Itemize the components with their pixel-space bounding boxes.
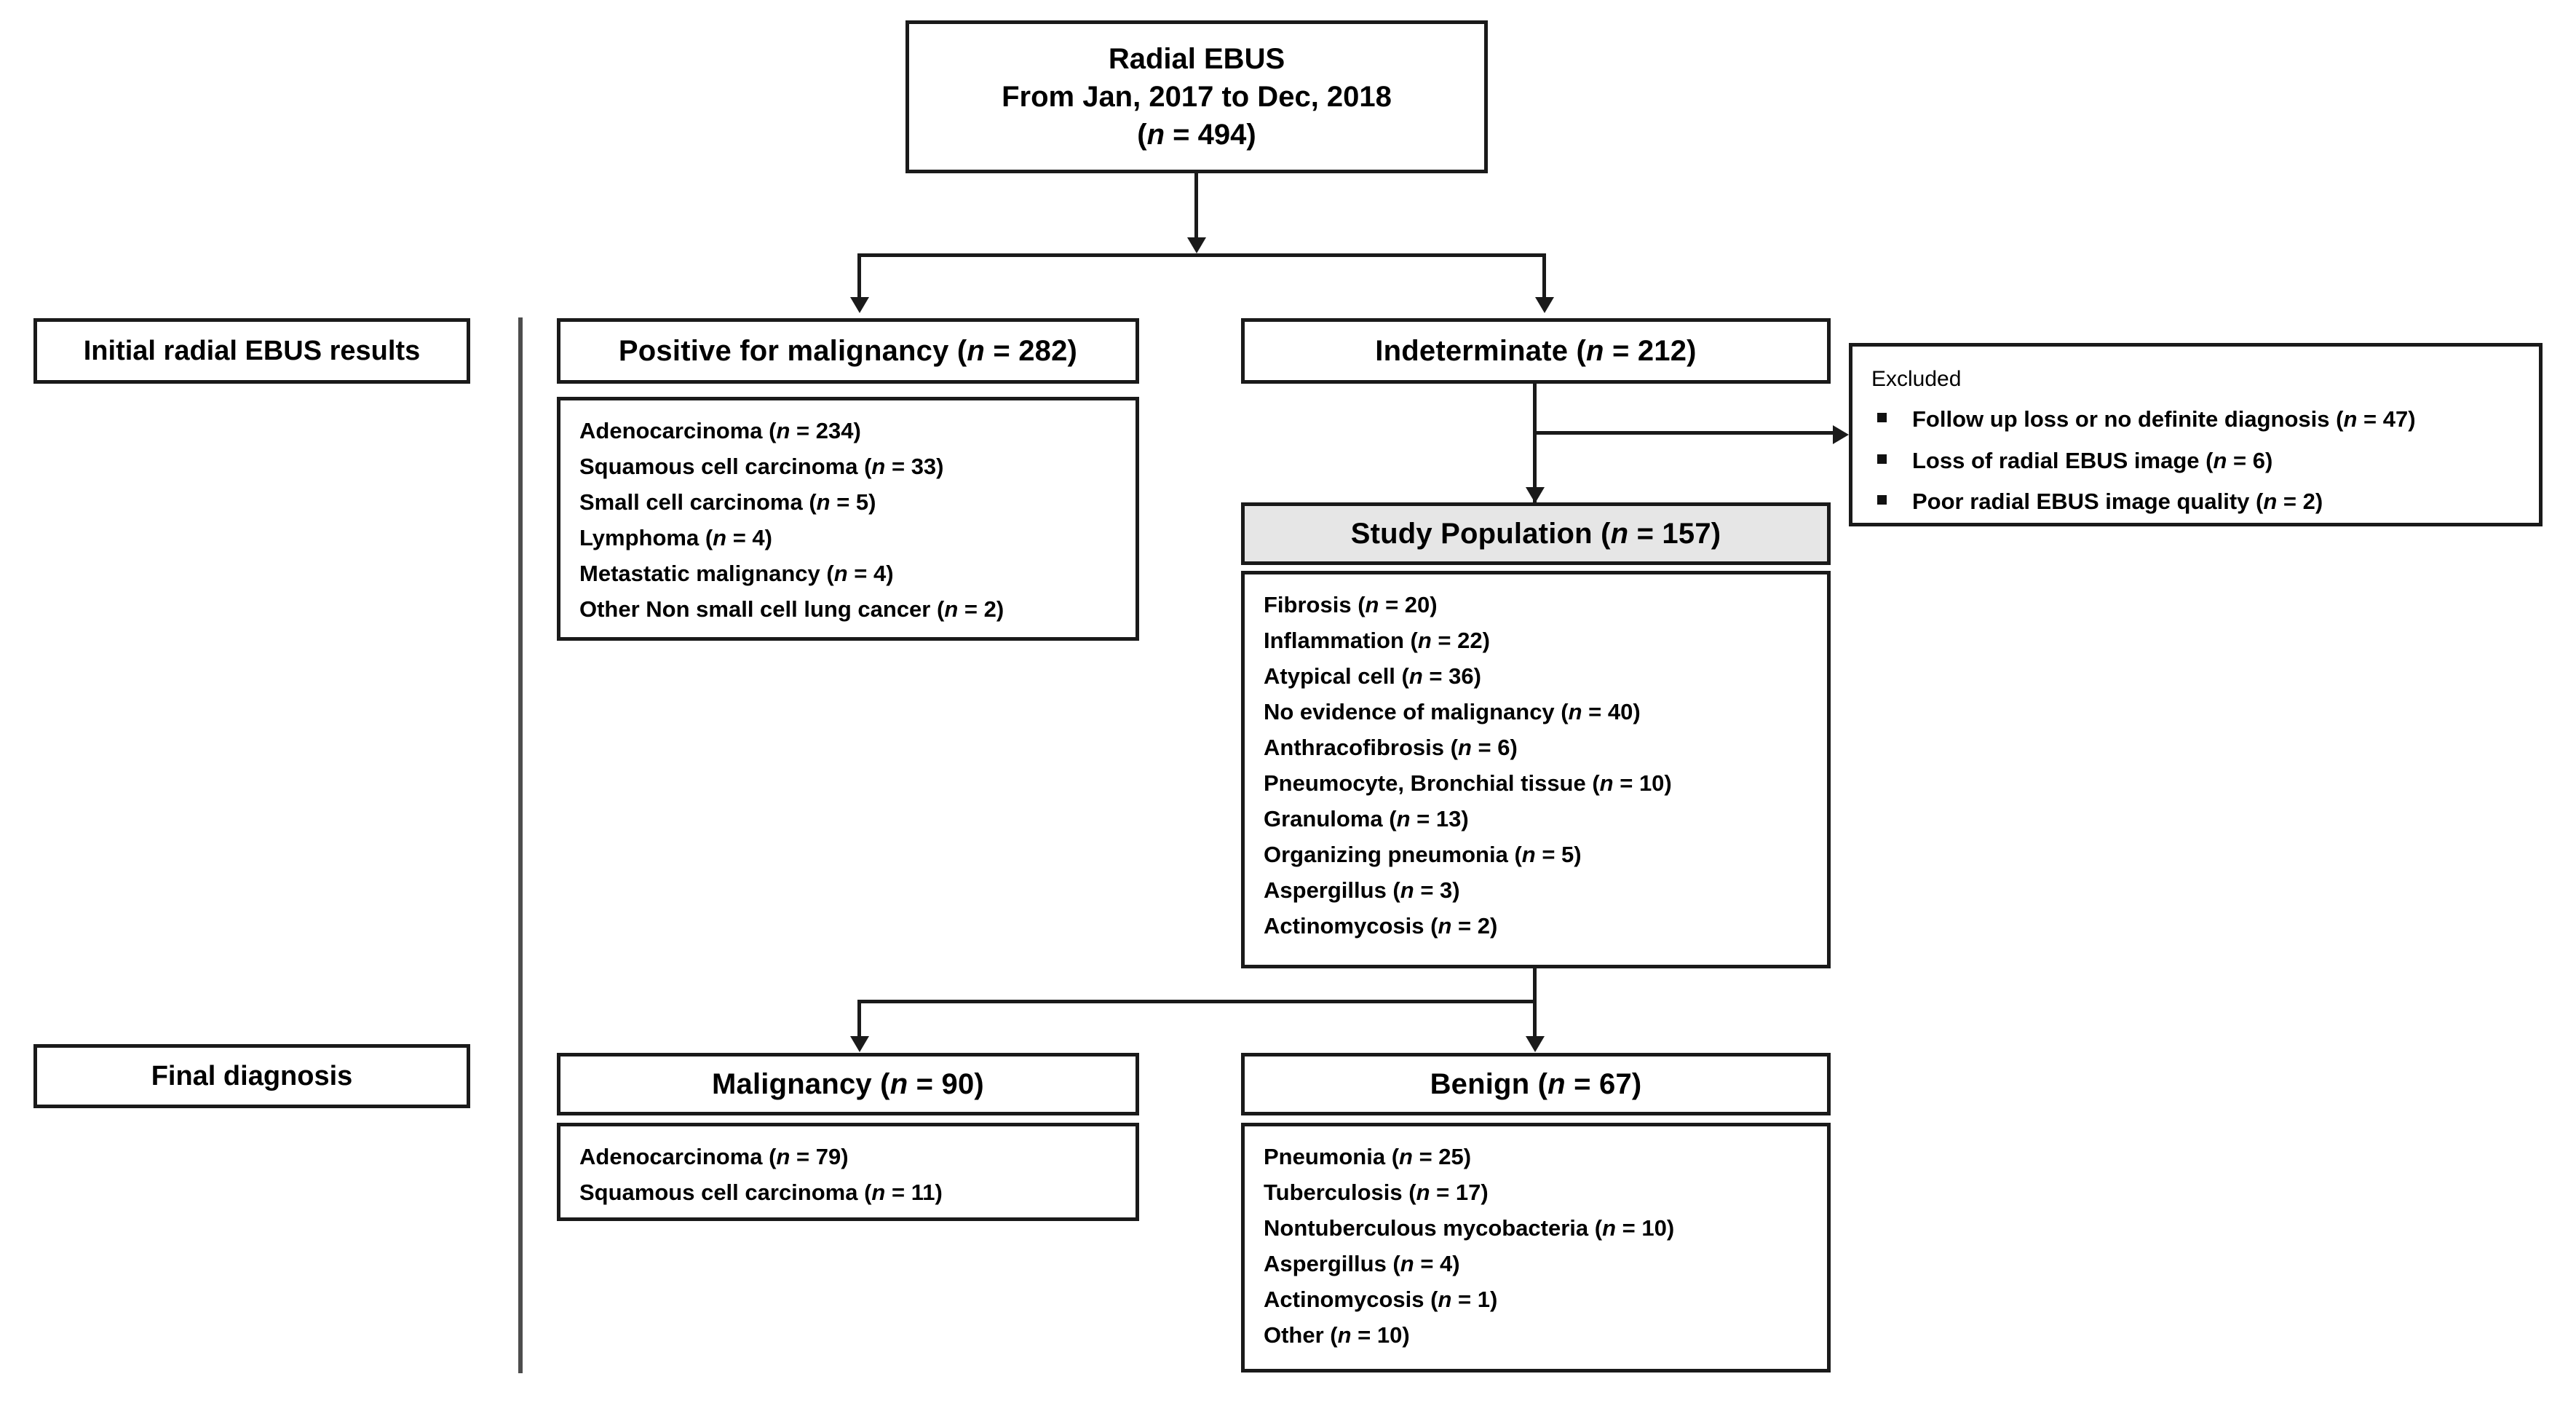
list-item: Other Non small cell lung cancer (n = 2) [579,596,1004,622]
list-malignancy-subtypes: Adenocarcinoma (n = 79) Squamous cell ca… [557,1123,1139,1221]
connector-study-population-stem [1533,968,1537,1002]
list-item: Organizing pneumonia (n = 5) [1264,841,1582,867]
node-indeterminate: Indeterminate (n = 212) [1241,318,1831,384]
list-item: Metastatic malignancy (n = 4) [579,560,894,586]
arrow-indeterminate-to-study-population [1526,487,1545,503]
node-excluded: Excluded Follow up loss or no definite d… [1849,343,2543,526]
arrow-split-to-indeterminate [1535,297,1554,313]
node-malignancy-header-text: Malignancy (n = 90) [712,1067,984,1100]
list-item: Granuloma (n = 13) [1264,805,1469,832]
connector-final-split-right [1533,1000,1537,1038]
bullet-square-icon [1877,413,1887,422]
row-label-initial-text: Initial radial EBUS results [83,335,421,366]
list-item: Follow up loss or no definite diagnosis … [1871,403,2539,437]
arrow-split-to-positive [850,297,869,313]
connector-final-split-bar [857,1000,1537,1003]
root-line-2: From Jan, 2017 to Dec, 2018 [1002,81,1392,113]
list-study-population-findings: Fibrosis (n = 20) Inflammation (n = 22) … [1241,571,1831,968]
list-item: Adenocarcinoma (n = 234) [579,418,861,443]
node-study-population: Study Population (n = 157) [1241,502,1831,565]
list-item: Inflammation (n = 22) [1264,627,1490,653]
node-malignancy: Malignancy (n = 90) [557,1053,1139,1115]
connector-split-right [1542,253,1546,299]
list-item: Tuberculosis (n = 17) [1264,1179,1489,1205]
node-benign: Benign (n = 67) [1241,1053,1831,1115]
list-item: Pneumonia (n = 25) [1264,1144,1472,1169]
list-item: Aspergillus (n = 3) [1264,877,1460,903]
list-item: Fibrosis (n = 20) [1264,592,1438,617]
connector-split-left [857,253,861,299]
bullet-square-icon [1877,454,1887,464]
connector-indeterminate-to-excluded [1533,431,1836,435]
list-item: Actinomycosis (n = 2) [1264,912,1498,939]
list-item: Atypical cell (n = 36) [1264,663,1481,689]
root-node-radial-ebus: Radial EBUS From Jan, 2017 to Dec, 2018 … [905,20,1488,173]
row-label-final-text: Final diagnosis [151,1060,353,1091]
list-benign-subtypes: Pneumonia (n = 25) Tuberculosis (n = 17)… [1241,1123,1831,1372]
list-item: Nontuberculous mycobacteria (n = 10) [1264,1214,1675,1241]
connector-root-stem [1194,173,1198,239]
list-item: Pneumocyte, Bronchial tissue (n = 10) [1264,770,1672,796]
list-item: Lymphoma (n = 4) [579,524,772,550]
list-item: Poor radial EBUS image quality (n = 2) [1871,485,2539,519]
node-positive-header-text: Positive for malignancy (n = 282) [618,334,1078,367]
root-node-text: Radial EBUS From Jan, 2017 to Dec, 2018 … [1002,40,1392,154]
node-study-population-header-text: Study Population (n = 157) [1350,517,1721,550]
bullet-square-icon [1877,495,1887,505]
arrow-to-benign [1526,1036,1545,1052]
root-line-1: Radial EBUS [1108,43,1285,75]
list-item: Actinomycosis (n = 1) [1264,1286,1498,1312]
connector-split-bar [857,253,1546,257]
list-item: Anthracofibrosis (n = 6) [1264,734,1518,760]
column-divider-line [518,317,523,1373]
list-positive-subtypes: Adenocarcinoma (n = 234) Squamous cell c… [557,397,1139,641]
node-indeterminate-header-text: Indeterminate (n = 212) [1375,334,1697,367]
arrow-to-excluded [1833,425,1849,444]
list-item: Adenocarcinoma (n = 79) [579,1144,849,1169]
list-item: Other (n = 10) [1264,1322,1410,1348]
list-item: Small cell carcinoma (n = 5) [579,489,876,515]
row-label-initial-results: Initial radial EBUS results [33,318,470,384]
list-item: Squamous cell carcinoma (n = 33) [579,453,944,479]
arrow-to-malignancy [850,1036,869,1052]
node-benign-header-text: Benign (n = 67) [1430,1067,1642,1100]
connector-final-split-left [857,1000,861,1038]
excluded-heading: Excluded [1871,367,1962,391]
list-item: Loss of radial EBUS image (n = 6) [1871,444,2539,478]
list-item: Squamous cell carcinoma (n = 11) [579,1179,943,1205]
connector-indeterminate-stem [1533,384,1537,502]
list-item: Aspergillus (n = 4) [1264,1250,1460,1276]
arrow-root-to-split [1187,237,1206,253]
node-positive-for-malignancy: Positive for malignancy (n = 282) [557,318,1139,384]
root-line-3: (n = 494) [1137,119,1256,151]
list-item: No evidence of malignancy (n = 40) [1264,698,1641,724]
row-label-final-diagnosis: Final diagnosis [33,1044,470,1108]
